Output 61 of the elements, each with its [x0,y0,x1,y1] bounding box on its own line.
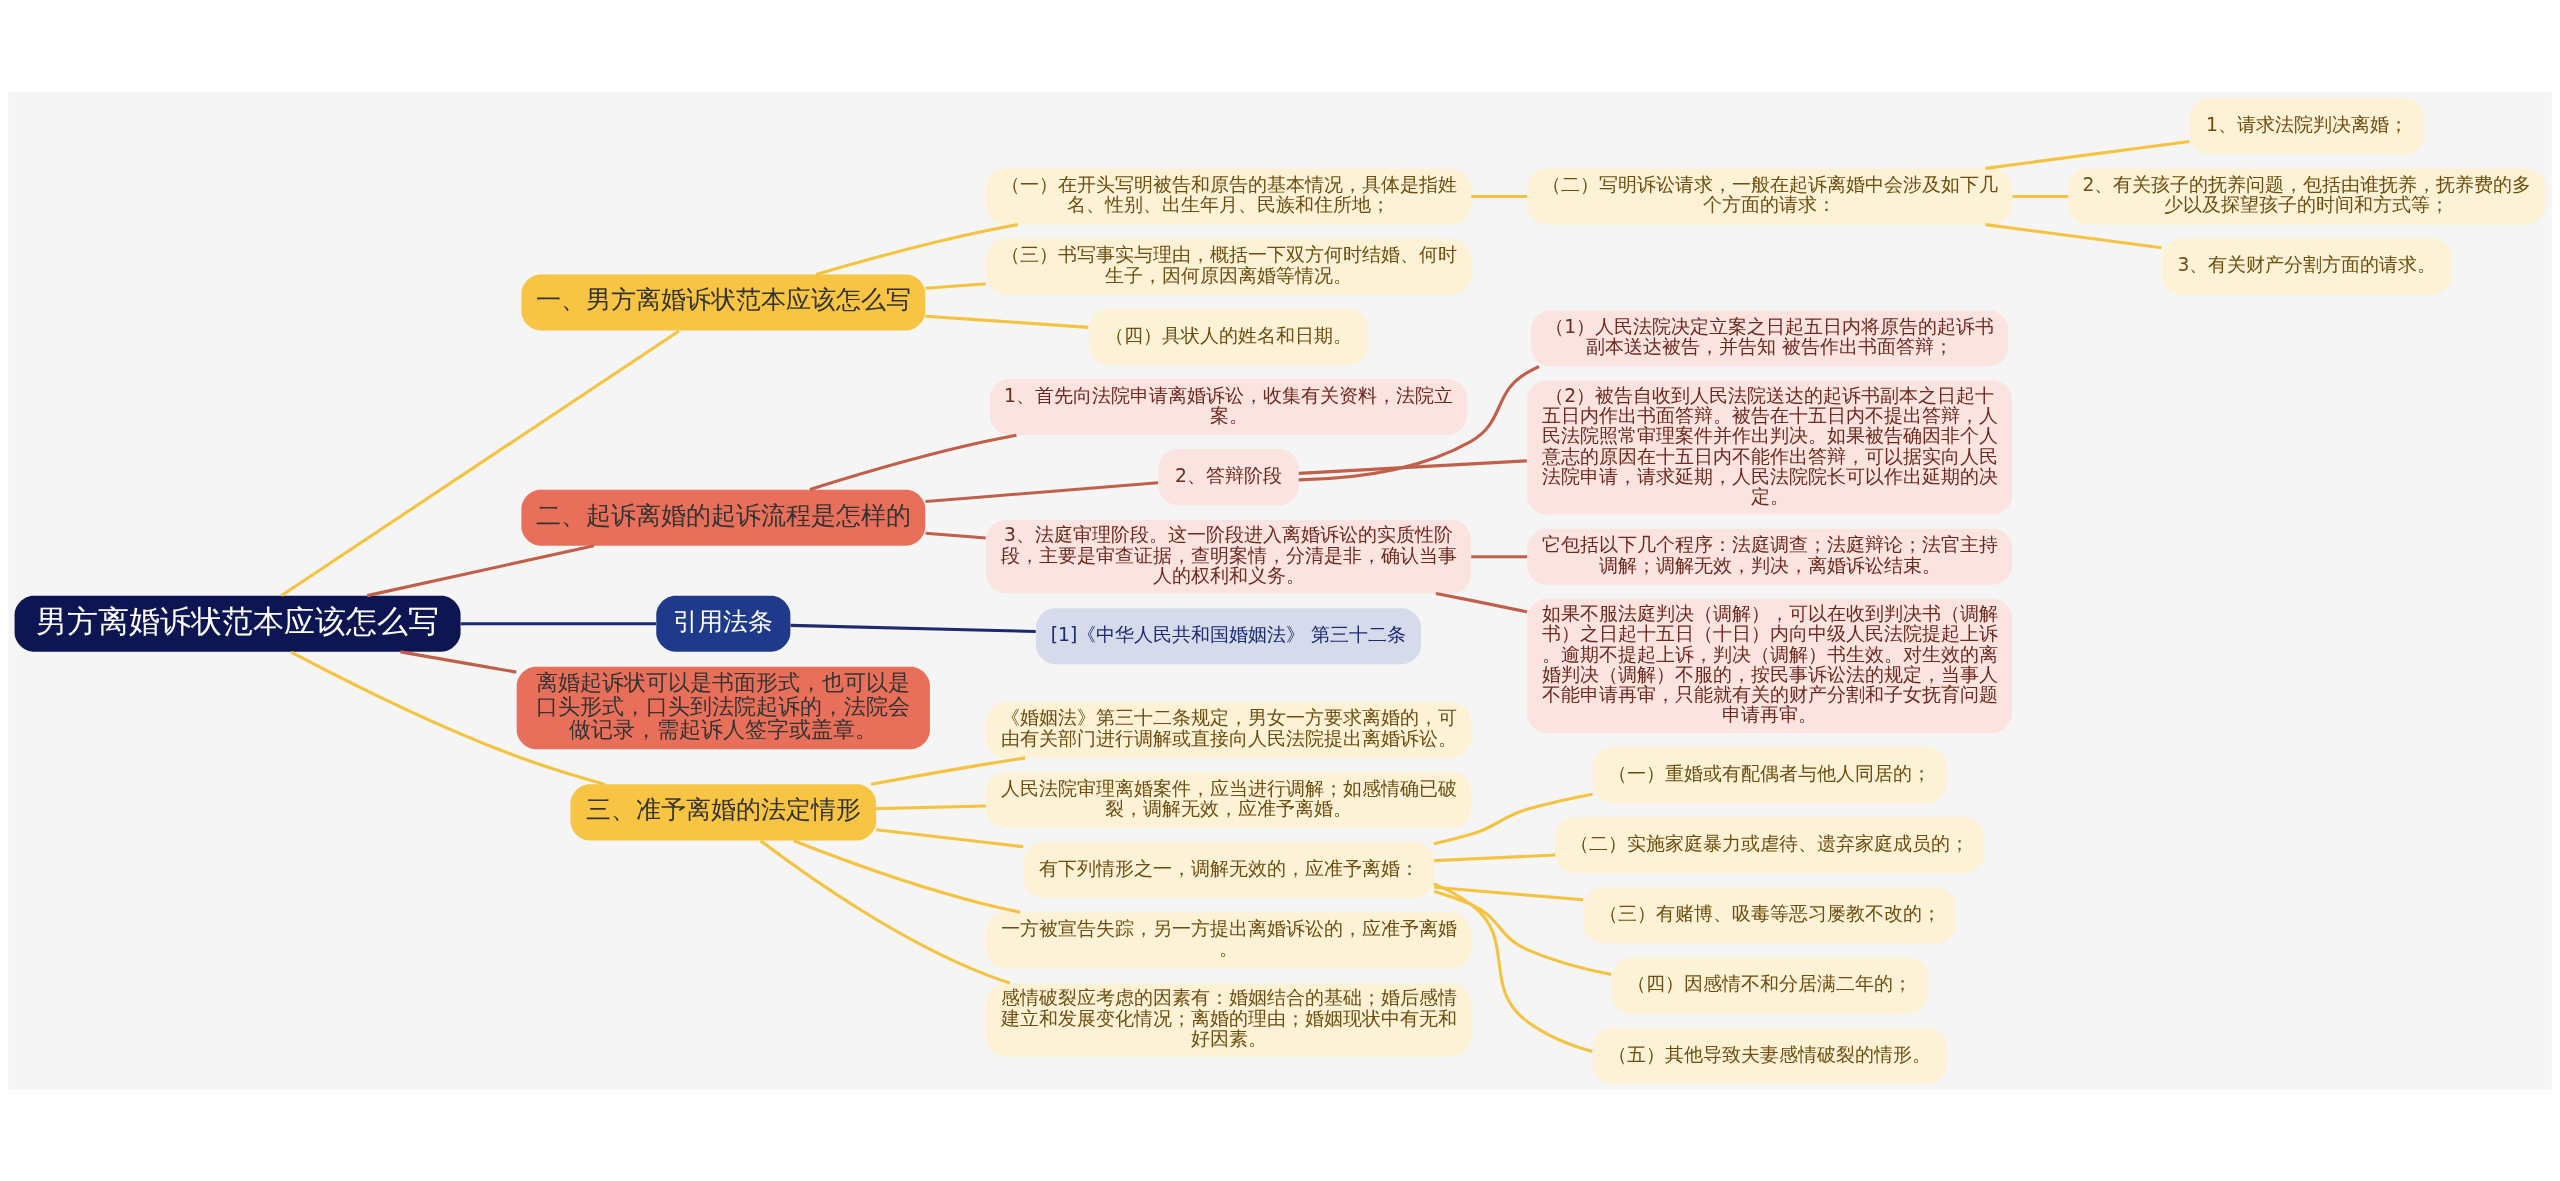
node-box: （三）有赌博、吸毒等恶习屡教不改的； [1583,886,1956,943]
node-box: 男方离婚诉状范本应该怎么写 [14,595,461,652]
connector [460,621,656,625]
node-box: （四）具状人的姓名和日期。 [1089,308,1369,365]
connector [809,433,1017,491]
connector [290,650,605,786]
connector [1471,554,1528,558]
node-box: 离婚起诉状可以是书面形式，也可以是口头形式，口头到法院起诉的，法院会做记录，需起诉人签字或盖章。 [516,666,930,749]
node-box: （2）被告自收到人民法院送达的起诉书副本之日起十五日内作出书面答辩。被告在十五日内不提出答辩，人民法院照常审理案件并作出判决。如果被告确因非个人意志的原因在十五日内不能作出答辩，可以据实向人民法院申请，请求延期，人民法院院长可以作出延期的决定。 [1527,380,2013,515]
connector [876,803,986,810]
connector [793,838,1021,914]
node-box: 三、准予离婚的法定情形 [570,783,877,840]
connector [1298,458,1527,475]
connector [870,755,1026,786]
connector [1434,885,1584,901]
node-box: （五）其他导致夫妻感情破裂的情形。 [1592,1027,1947,1084]
node-box: 1、请求法院判决离婚； [2189,97,2424,154]
node-box: （二）写明诉讼请求，一般在起诉离婚中会涉及如下几个方面的请求： [1527,167,2013,225]
node-box: 2、有关孩子的抚养问题，包括由谁抚养，抚养费的多少以及探望孩子的时间和方式等； [2068,167,2546,225]
node-box: 人民法院审理离婚案件，应当进行调解；如感情确已破裂，调解无效，应准予离婚。 [986,771,1471,828]
connector [925,480,1159,503]
connector [280,329,680,597]
connector [790,623,1036,633]
node-box: （四）因感情不和分居满二年的； [1611,956,1928,1014]
connector [759,838,1011,985]
node-box: （一）重婚或有配偶者与他人同居的； [1592,746,1947,803]
connector [1433,889,1612,976]
node-box: 引用法条 [656,595,791,652]
node-box: 一、男方离婚诉状范本应该怎么写 [521,273,926,331]
node-box: 如果不服法庭判决（调解），可以在收到判决书（调解书）之日起十五日（十日）内向中级人民法院提起上诉。逾期不提起上诉，判决（调解）书生效。对生效的离婚判决（调解）不服的，按民事诉讼法的规定，当事人不能申请再审，只能就有关的财产分割和子女抚育问题申请再审。 [1527,598,2013,733]
connector [400,649,517,674]
connector [1298,364,1540,481]
node-box: 3、有关财产分割方面的请求。 [2161,238,2452,295]
connector [876,827,1024,848]
node-box: 1、首先向法院申请离婚诉讼，收集有关资料，法院立案。 [989,378,1468,435]
connector [2012,194,2069,198]
node-box: [1]《中华人民共和国婚姻法》 第三十二条 [1035,607,1422,664]
connector [1433,881,1593,1053]
connector [925,314,1089,329]
node-box: 《婚姻法》第三十二条规定，男女一方要求离婚的，可由有关部门进行调解或直接向人民法院提出离婚诉讼。 [986,701,1471,758]
node-box: 它包括以下几个程序：法庭调查；法庭辩论；法官主持调解；调解无效，判决，离婚诉讼结束。 [1527,528,2013,585]
node-box: （三）书写事实与理由，概括一下双方何时结婚、何时生子，因何原因离婚等情况。 [986,238,1471,295]
connector [1433,792,1593,845]
node-box: （1）人民法院决定立案之日起五日内将原告的起诉书副本送达被告，并告知 被告作出书面答辩； [1531,309,2009,366]
node-box: （一）在开头写明被告和原告的基本情况，具体是指姓名、性别、出生年月、民族和住所地； [986,167,1471,225]
connector [1471,194,1528,198]
connector [925,281,986,290]
node-box: 有下列情形之一，调解无效的，应准予离婚： [1023,841,1434,898]
node-box: 感情破裂应考虑的因素有：婚姻结合的基础；婚后感情建立和发展变化情况；离婚的理由；婚姻现状中有无和好因素。 [986,982,1471,1056]
connector [815,222,1019,276]
connector [366,543,595,597]
connector [925,531,986,540]
connector [1434,853,1556,862]
node-box: 3、法庭审理阶段。这一阶段进入离婚诉讼的实质性阶段，主要是审查证据，查明案情，分清是非，确认当事人的权利和义务。 [986,519,1471,593]
node-box: 2、答辩阶段 [1158,448,1299,505]
connector [1985,222,2162,249]
node-box: 二、起诉离婚的起诉流程是怎样的 [521,489,926,546]
connector [1435,591,1528,613]
connector [1985,139,2190,170]
node-box: （二）实施家庭暴力或虐待、遗弃家庭成员的； [1555,816,1985,873]
node-box: 一方被宣告失踪，另一方提出离婚诉讼的，应准予离婚。 [986,911,1471,968]
